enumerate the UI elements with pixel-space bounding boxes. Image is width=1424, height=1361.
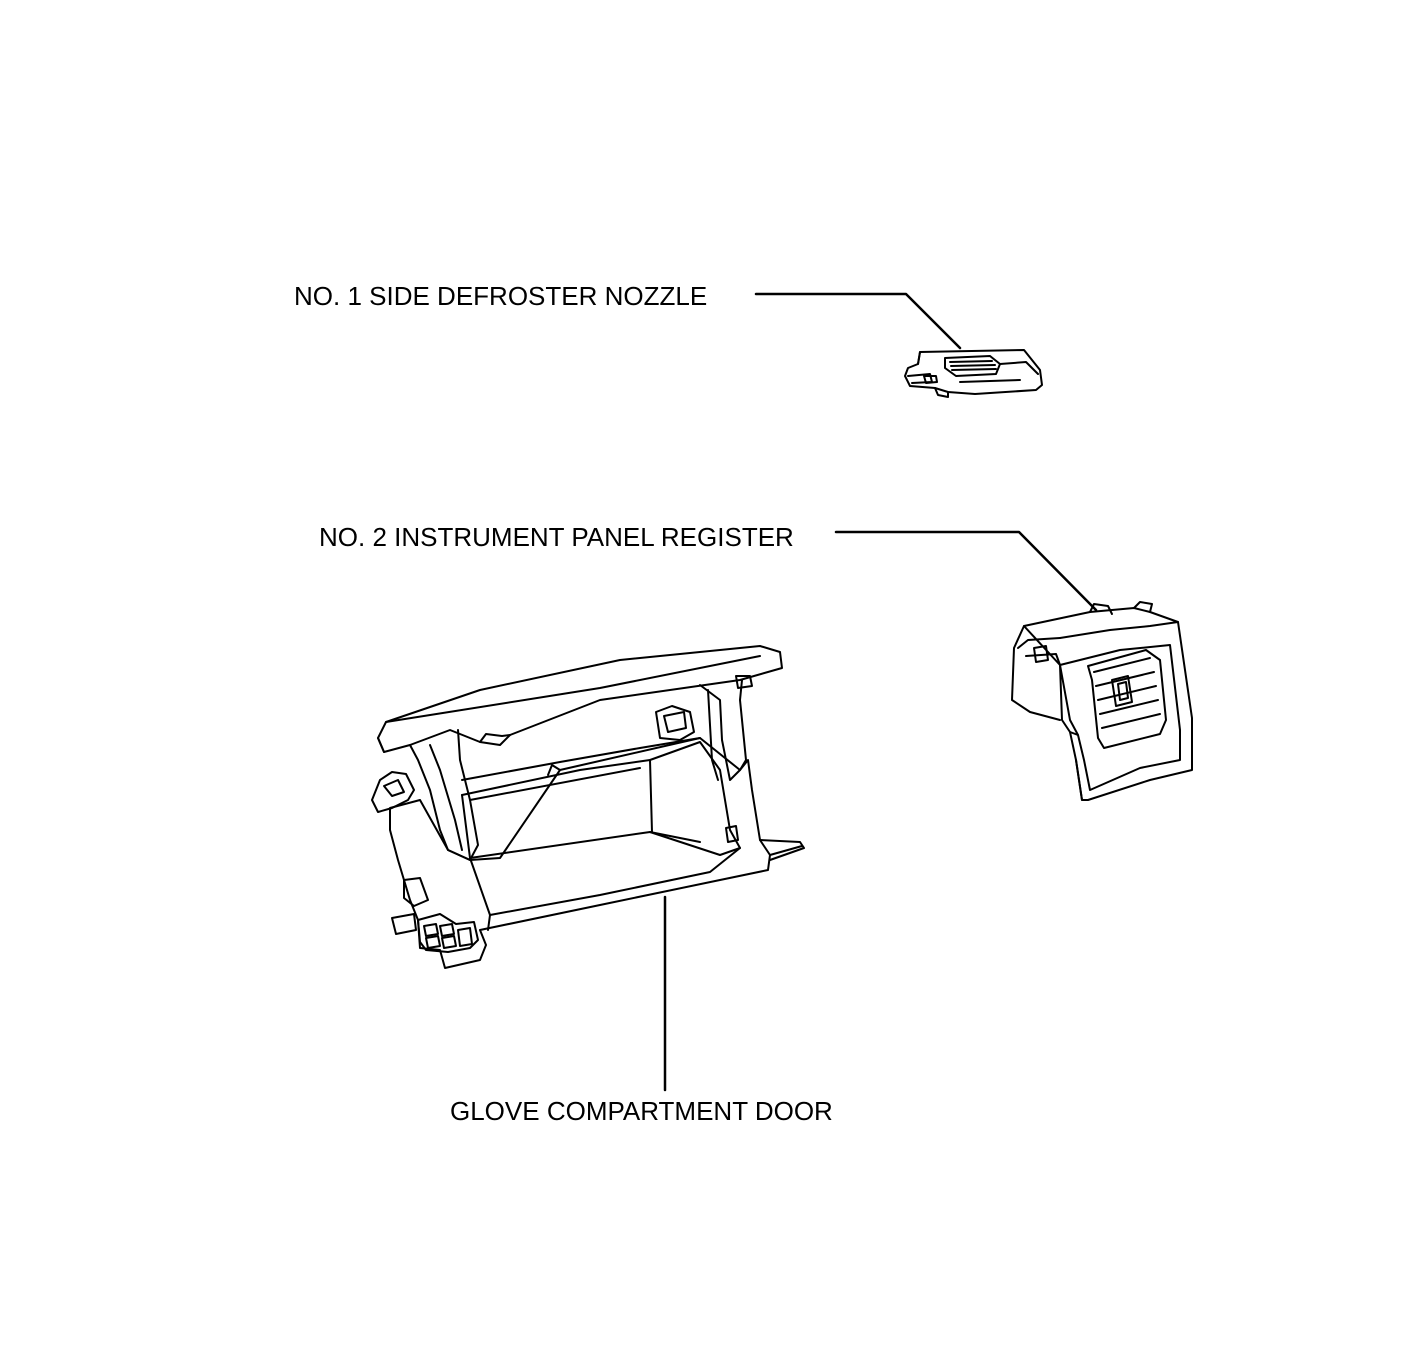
- label-instrument-panel-register: NO. 2 INSTRUMENT PANEL REGISTER: [319, 522, 794, 552]
- label-glove-compartment-door: GLOVE COMPARTMENT DOOR: [450, 1096, 833, 1126]
- label-defroster-nozzle: NO. 1 SIDE DEFROSTER NOZZLE: [294, 281, 708, 311]
- leader-line-instrument-panel-register: [834, 530, 1098, 612]
- glove-compartment-door-part: [371, 645, 805, 969]
- defroster-nozzle-part: [904, 349, 1043, 398]
- leader-line-defroster-nozzle: [754, 292, 962, 350]
- instrument-panel-register-part: [1011, 601, 1193, 801]
